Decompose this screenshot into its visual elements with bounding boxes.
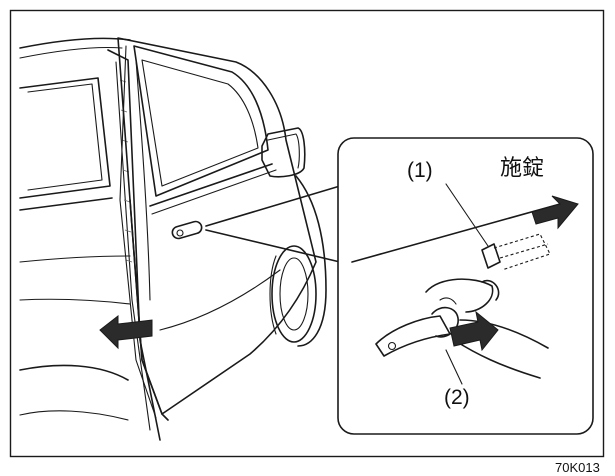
label-handle: (2) (444, 386, 470, 409)
label-lever: (1) (407, 159, 433, 182)
detail-inset: (1) 施錠 (2) (338, 138, 593, 434)
figure-code: 70K013 (555, 460, 600, 475)
label-lock: 施錠 (500, 156, 544, 181)
